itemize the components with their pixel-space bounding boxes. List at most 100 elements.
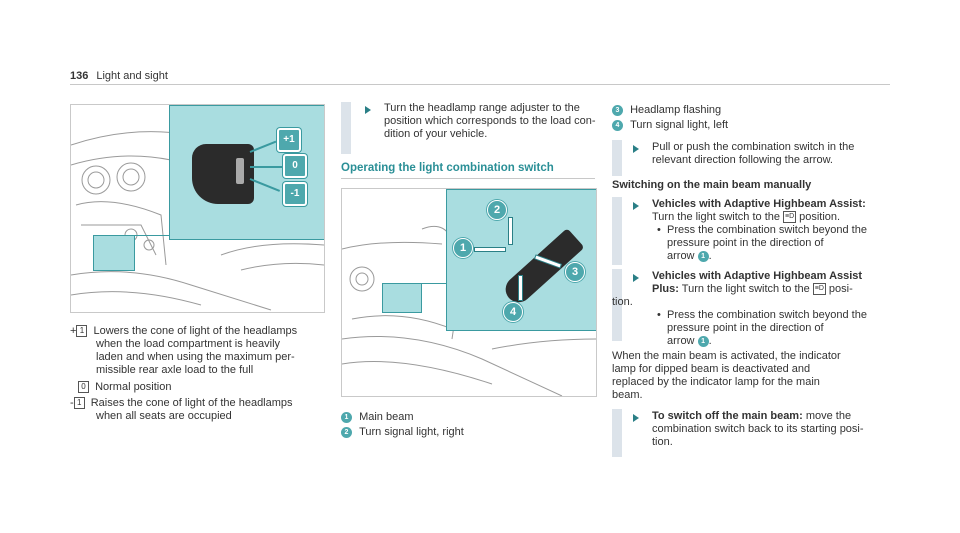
legend-text: Main beam [359,411,414,423]
legend-flashing: 3 Headlamp flashing [612,104,721,117]
page-header: 136 Light and sight [70,70,168,82]
legend-main-beam: 1 Main beam [341,411,413,424]
legend-text-line: laden and when using the maximum per- [96,351,295,363]
switch-highlight [382,283,422,313]
step-text: arrow [667,335,695,347]
step-text: Turn the light switch to the [652,211,780,223]
figure-combination-switch: 1 2 3 4 [341,188,597,397]
para-line: beam. [612,389,643,401]
legend-text: Turn signal light, right [359,426,464,438]
legend-symbol: 1 [76,325,88,338]
step-line: Pull or push the combination switch in t… [652,141,855,153]
adjuster-closeup-inset: +1 0 -1 [169,105,324,240]
arrow-number: 1 [697,335,709,347]
legend-symbol: 1 [73,397,85,410]
step-line: relevant direction following the arrow. [652,154,833,166]
subheading: Switching on the main beam manually [612,179,812,191]
section-title: Operating the light combination switch [341,162,554,174]
step-text: posi- [828,283,853,295]
instruction-bar [341,102,351,154]
legend-number: 2 [341,426,352,438]
legend-text-line: when all seats are occupied [96,410,232,422]
arrow-main-beam [475,248,505,251]
step-heading: Plus: [652,283,679,295]
para-line: lamp for dipped beam is deactivated and [612,363,811,375]
legend-key: + [70,325,77,337]
badge-plus-one: +1 [277,128,301,152]
legend-text-line: when the load compartment is heavily [96,338,281,350]
step-text: position. [799,211,841,223]
callout-line [420,283,446,284]
dipped-beam-icon: ≡D [783,211,797,224]
step-arrow-icon [633,274,639,282]
step-bar [612,409,622,457]
legend-text: Turn signal light, left [630,119,729,131]
arrow-turn-right [509,218,512,244]
instruction-arrow-icon [365,106,371,114]
bullet-line: pressure point in the direction of [667,322,824,334]
header-divider [70,84,890,85]
legend-number: 3 [612,104,623,116]
step-text: arrow [667,250,695,262]
instruction-line: position which corresponds to the load c… [384,115,596,127]
pointer-line [249,140,277,153]
step-line: tion. [612,296,633,308]
bullet-line: pressure point in the direction of [667,237,824,249]
step-bar [612,197,622,265]
page-section-title: Light and sight [96,70,168,82]
callout-line [133,235,169,236]
pointer-line [249,178,281,192]
step-line: Plus: Turn the light switch to the ≡D po… [652,283,853,296]
legend-key: - [70,397,74,409]
badge-one: 1 [453,238,473,258]
step-line: To switch off the main beam: move the [652,410,851,423]
step-heading: To switch off the main beam: [652,410,803,422]
badge-zero: 0 [283,154,307,178]
badge-three: 3 [565,262,585,282]
figure-headlamp-range-adjuster: +1 0 -1 [70,104,325,313]
step-arrow-icon [633,414,639,422]
legend-number: 4 [612,119,623,131]
arrow-turn-left [519,276,522,300]
arrow-number: 1 [697,250,709,262]
page-number: 136 [70,70,89,82]
legend-turn-right: 2 Turn signal light, right [341,426,464,439]
step-bar [612,269,622,341]
step-heading: Vehicles with Adaptive Highbeam Assist [652,270,863,282]
bullet-line: Press the combination switch beyond the [657,309,867,322]
step-line: combination switch back to its starting … [652,423,864,435]
legend-text-line: Normal position [95,381,172,393]
badge-four: 4 [503,302,523,322]
badge-two: 2 [487,200,507,220]
legend-text: Headlamp flashing [630,104,722,116]
badge-minus-one: -1 [283,182,307,206]
dashboard-illustration [71,131,324,311]
headlamp-adjuster-highlight [93,235,135,271]
step-arrow-icon [633,145,639,153]
pointer-line [250,166,282,168]
bullet-line: arrow 1. [667,250,712,262]
switch-closeup-inset: 1 2 3 4 [446,189,596,331]
legend-number: 1 [341,411,352,423]
legend-text-line: Raises the cone of light of the headlamp… [90,397,293,409]
step-text: Turn the light switch to the [681,283,810,295]
step-bar [612,140,622,176]
legend-item-zero: 0 Normal position [78,381,338,394]
legend-text-line: Lowers the cone of light of the headlamp… [93,325,298,337]
adjuster-wheel[interactable] [236,158,244,184]
legend-text-line: missible rear axle load to the full [96,364,254,376]
instruction-line: Turn the headlamp range adjuster to the [384,102,580,114]
section-divider [341,178,595,179]
step-text: move the [805,410,852,422]
legend-item-plus-one: +1 Lowers the cone of light of the headl… [70,325,330,338]
bullet-line: Press the combination switch beyond the [657,224,867,237]
bullet-line: arrow 1. [667,335,712,347]
step-arrow-icon [633,202,639,210]
para-line: replaced by the indicator lamp for the m… [612,376,820,388]
legend-turn-left: 4 Turn signal light, left [612,119,728,132]
control-panel [192,144,254,204]
legend-symbol: 0 [78,381,89,394]
para-line: When the main beam is activated, the ind… [612,350,841,362]
legend-item-minus-one: -1 Raises the cone of light of the headl… [70,397,330,410]
step-line: Turn the light switch to the ≡D position… [652,211,840,224]
